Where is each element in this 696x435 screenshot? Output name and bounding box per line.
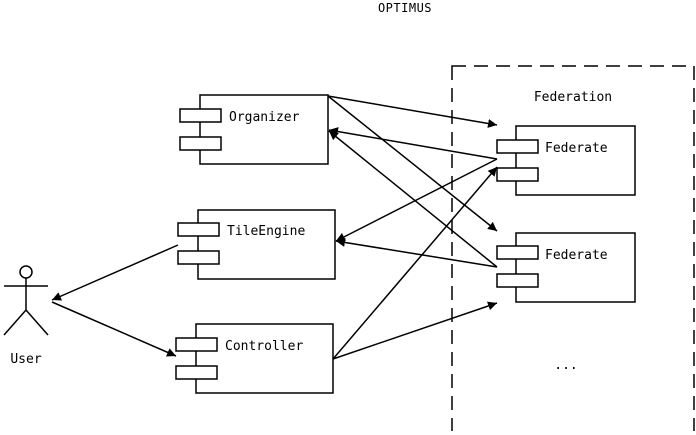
organizer-component: Organizer [179, 94, 329, 165]
federate-1-port-bottom [496, 167, 539, 182]
actor-right-leg [25, 309, 49, 336]
user-label: User [10, 352, 41, 367]
federation-boundary [451, 65, 695, 435]
federate-2-label: Federate [545, 248, 608, 263]
actor-left-leg [3, 309, 27, 336]
federate-1-label: Federate [545, 141, 608, 156]
arrow-organizer-to-federate-2 [327, 95, 498, 232]
federate-2-component: Federate [496, 232, 636, 303]
tileengine-label: TileEngine [227, 224, 305, 239]
federation-ellipsis: ... [554, 358, 577, 373]
arrow-controller-to-federate-1 [332, 166, 498, 360]
arrow-organizer-to-federate-1 [327, 95, 498, 128]
user-actor-icon [3, 265, 49, 336]
tileengine-component: TileEngine [177, 209, 336, 280]
actor-head [19, 265, 33, 279]
federate-2-port-bottom [496, 273, 539, 288]
arrow-user-to-controller [51, 301, 177, 357]
tileengine-box [197, 209, 336, 280]
federation-label: Federation [534, 90, 612, 105]
arrow-federate-2-to-tileengine [335, 237, 498, 268]
controller-port-top [175, 337, 218, 352]
federate-2-box [515, 232, 636, 303]
organizer-box [199, 94, 329, 165]
controller-component: Controller [175, 323, 334, 394]
federate-2-port-top [496, 245, 539, 260]
organizer-port-bottom [179, 136, 222, 151]
arrow-controller-to-federate-2 [332, 301, 498, 360]
controller-label: Controller [225, 339, 303, 354]
diagram-title: OPTIMUS [378, 1, 432, 15]
federate-1-component: Federate [496, 125, 636, 196]
tileengine-port-top [177, 222, 220, 237]
controller-port-bottom [175, 365, 218, 380]
arrow-federate-2-to-organizer [328, 130, 498, 268]
controller-box [195, 323, 334, 394]
arrow-tileengine-to-user [51, 244, 179, 301]
arrow-federate-1-to-organizer [328, 127, 498, 160]
tileengine-port-bottom [177, 250, 220, 265]
federate-1-port-top [496, 139, 539, 154]
federate-1-box [515, 125, 636, 196]
organizer-label: Organizer [229, 110, 300, 125]
arrow-federate-1-to-tileengine [335, 158, 498, 242]
organizer-port-top [179, 108, 222, 123]
